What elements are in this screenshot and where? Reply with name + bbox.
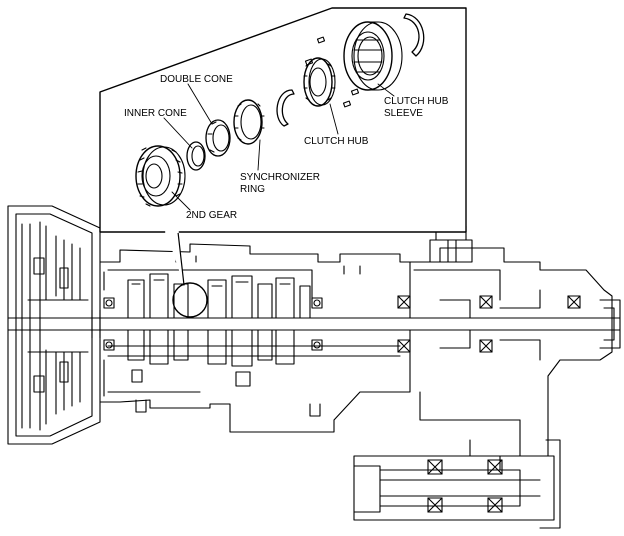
snap-ring-left <box>276 89 295 127</box>
label-synchronizer-ring-1: SYNCHRONIZER <box>240 172 320 183</box>
label-double-cone: DOUBLE CONE <box>160 74 233 85</box>
leader-lines <box>163 83 395 211</box>
output-housing <box>353 419 561 529</box>
label-inner-cone: INNER CONE <box>124 108 187 119</box>
extension-housing <box>409 247 613 457</box>
bell-housing <box>7 205 101 445</box>
exploded-view-panel <box>99 7 467 233</box>
clutch-hub-part <box>303 57 336 107</box>
second-gear-part <box>135 145 186 207</box>
clutch-hub-sleeve-part <box>343 21 403 91</box>
label-clutch-hub: CLUTCH HUB <box>304 136 369 147</box>
label-second-gear: 2ND GEAR <box>186 210 237 221</box>
double-cone-part <box>205 119 231 157</box>
transmission-case <box>99 243 411 433</box>
callout-pointer <box>165 231 185 286</box>
part-labels: DOUBLE CONE INNER CONE SYNCHRONIZER RING… <box>124 74 449 221</box>
callout-circle <box>172 282 208 318</box>
snap-ring-right <box>403 13 425 57</box>
label-clutch-hub-sleeve-1: CLUTCH HUB <box>384 96 449 107</box>
inner-cone-part <box>186 141 206 171</box>
synchronizer-ring-part <box>233 99 265 145</box>
label-clutch-hub-sleeve-2: SLEEVE <box>384 108 423 119</box>
label-synchronizer-ring-2: RING <box>240 184 265 195</box>
bearings <box>103 295 581 353</box>
